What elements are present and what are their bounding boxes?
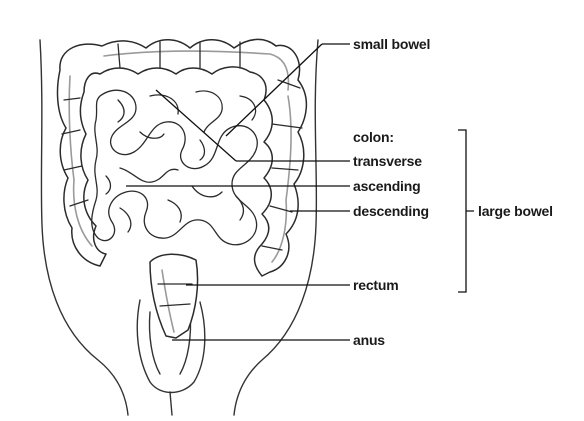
leader-transverse-diag	[156, 90, 236, 161]
small-bowel-shape	[92, 90, 258, 245]
labels: small bowel colon: transverse ascending …	[353, 36, 553, 348]
rectum-shape	[150, 254, 198, 338]
large-bowel-bracket	[458, 130, 474, 292]
small-bowel-coils	[92, 90, 258, 245]
large-bowel-shape	[58, 39, 307, 276]
label-rectum: rectum	[353, 277, 398, 293]
label-anus: anus	[353, 332, 385, 348]
label-ascending: ascending	[353, 178, 420, 194]
label-descending: descending	[353, 203, 429, 219]
label-colon: colon:	[353, 129, 394, 145]
colon-tube	[58, 39, 307, 276]
rectum-tube	[150, 254, 198, 338]
label-small-bowel: small bowel	[353, 36, 430, 52]
label-large-bowel: large bowel	[478, 203, 553, 219]
label-transverse: transverse	[353, 153, 422, 169]
